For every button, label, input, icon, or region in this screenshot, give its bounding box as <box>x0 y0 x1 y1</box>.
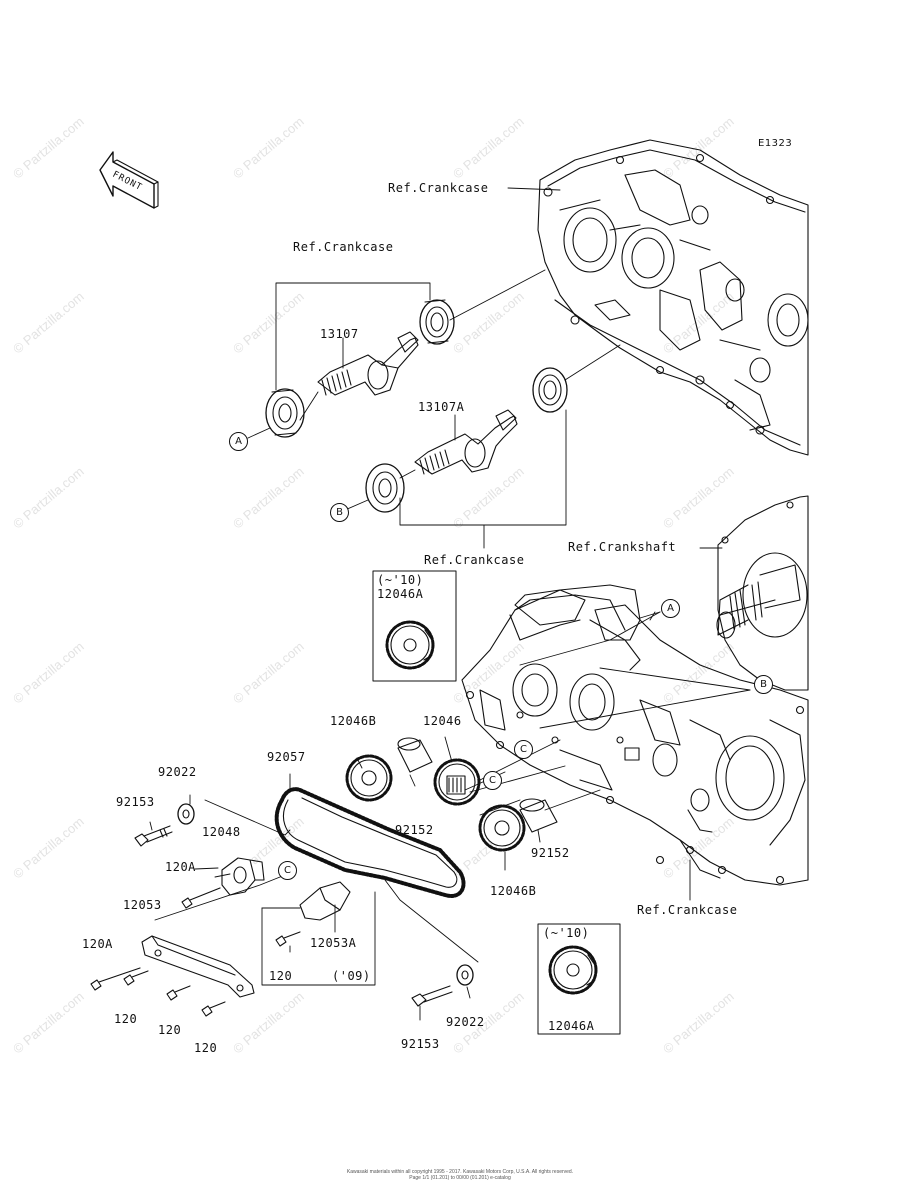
sprocket-12046 <box>433 758 481 806</box>
part-12046A[interactable]: 12046A <box>377 587 424 601</box>
part-92057[interactable]: 92057 <box>267 750 306 764</box>
callout-a: A <box>661 599 680 618</box>
part-120[interactable]: 120 <box>114 1012 138 1026</box>
bearing-b <box>365 463 405 513</box>
washer-92022-top <box>177 803 195 825</box>
ref-crankcase-low[interactable]: Ref.Crankcase <box>637 903 738 917</box>
bearing-upper-right-2 <box>532 367 568 413</box>
callout-c: C <box>278 861 297 880</box>
bolt-120A-top <box>181 887 221 909</box>
callout-b: B <box>754 675 773 694</box>
inset-box-12046A-bottom <box>537 923 621 1035</box>
shaft-13107A <box>414 409 518 475</box>
part-12046B[interactable]: 12046B <box>330 714 377 728</box>
part-120[interactable]: 120 <box>158 1023 182 1037</box>
note-to-10: (~'10) <box>377 573 424 587</box>
ref-crankcase-upper[interactable]: Ref.Crankcase <box>293 240 394 254</box>
callout-c: C <box>483 771 502 790</box>
bolt-92153-top <box>134 825 173 847</box>
part-12053A[interactable]: 12053A <box>310 936 357 950</box>
spacer-92152-lower <box>519 798 558 833</box>
bolt-92153-bottom <box>411 985 453 1007</box>
part-12046B[interactable]: 12046B <box>490 884 537 898</box>
callout-a: A <box>229 432 248 451</box>
footer-line-2: Page 1/1 (01.201) to 00/00 (01.201) e-ca… <box>409 1175 511 1181</box>
shaft-13107 <box>317 331 419 396</box>
diagram-code: E1323 <box>758 138 793 149</box>
bearing-a <box>265 388 305 438</box>
part-13107[interactable]: 13107 <box>320 327 359 341</box>
part-13107A[interactable]: 13107A <box>418 400 465 414</box>
guide-12053A <box>299 881 351 921</box>
part-12053[interactable]: 12053 <box>123 898 162 912</box>
crankcase-lower-drawing <box>461 584 809 886</box>
part-120A[interactable]: 120A <box>165 860 196 874</box>
footer-copyright: Kawasaki materials within all copyright … <box>330 1169 590 1181</box>
guide-12053 <box>141 935 255 998</box>
upper-leader-lines <box>247 187 723 549</box>
spacer-92152-upper <box>397 737 433 773</box>
bearing-upper-right <box>419 299 455 345</box>
inset-box-12046A-top <box>372 570 457 682</box>
front-arrow-icon: FRONT <box>99 151 159 209</box>
note-09: ('09) <box>332 969 371 983</box>
ref-crankcase-mid[interactable]: Ref.Crankcase <box>424 553 525 567</box>
part-120[interactable]: 120 <box>269 969 293 983</box>
part-120A[interactable]: 120A <box>82 937 113 951</box>
part-92022[interactable]: 92022 <box>446 1015 485 1029</box>
part-92153[interactable]: 92153 <box>116 795 155 809</box>
ref-crankshaft[interactable]: Ref.Crankshaft <box>568 540 677 554</box>
part-12046[interactable]: 12046 <box>423 714 462 728</box>
timing-chain-92057 <box>274 787 466 898</box>
sprocket-12046B-bottom <box>478 804 526 852</box>
footer-line-1: Kawasaki materials within all copyright … <box>346 1169 574 1175</box>
crankshaft-drawing <box>716 495 809 691</box>
callout-b: B <box>330 503 349 522</box>
part-120[interactable]: 120 <box>194 1041 218 1055</box>
tensioner-12048 <box>221 857 265 896</box>
part-12048[interactable]: 12048 <box>202 825 241 839</box>
part-12046A[interactable]: 12046A <box>548 1019 595 1033</box>
part-92152[interactable]: 92152 <box>395 823 434 837</box>
part-92022[interactable]: 92022 <box>158 765 197 779</box>
bolts-120 <box>90 931 301 1017</box>
sprocket-12046A-bottom <box>548 945 598 995</box>
washer-92022-bottom <box>456 964 474 986</box>
part-92153[interactable]: 92153 <box>401 1037 440 1051</box>
sprocket-12046A-top <box>385 620 435 670</box>
ref-crankcase-top[interactable]: Ref.Crankcase <box>388 181 489 195</box>
sprocket-12046B-top <box>345 754 393 802</box>
note-to-10: (~'10) <box>543 926 590 940</box>
lower-leader-lines <box>149 611 751 1021</box>
part-92152[interactable]: 92152 <box>531 846 570 860</box>
callout-c: C <box>514 740 533 759</box>
crankcase-upper-drawing <box>537 139 809 456</box>
